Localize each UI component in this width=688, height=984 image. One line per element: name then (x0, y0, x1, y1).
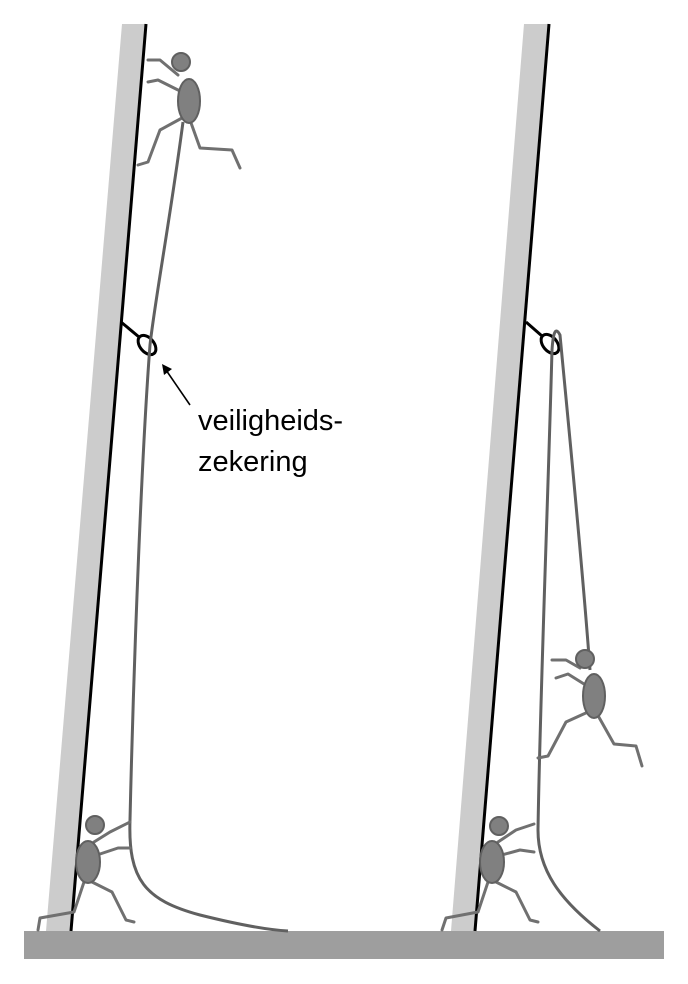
left-wall (46, 24, 146, 931)
right-falling-climber (536, 649, 644, 768)
annotation-label-line2: zekering (198, 446, 308, 478)
right-rope (536, 329, 601, 933)
left-scene: veiligheids- zekering (36, 23, 343, 933)
right-wall-edge (473, 23, 551, 932)
left-rope (128, 121, 289, 933)
right-belayer (440, 816, 540, 932)
ground (24, 931, 664, 959)
left-belayer (36, 815, 136, 932)
annotation-label-line1: veiligheids- (198, 405, 343, 437)
left-safety-clip (120, 320, 158, 357)
left-top-climber (136, 52, 242, 170)
annotation-arrow (162, 364, 191, 406)
right-safety-clip (525, 320, 561, 356)
left-wall-edge (69, 23, 148, 932)
right-wall (451, 24, 549, 931)
right-scene (440, 23, 644, 933)
